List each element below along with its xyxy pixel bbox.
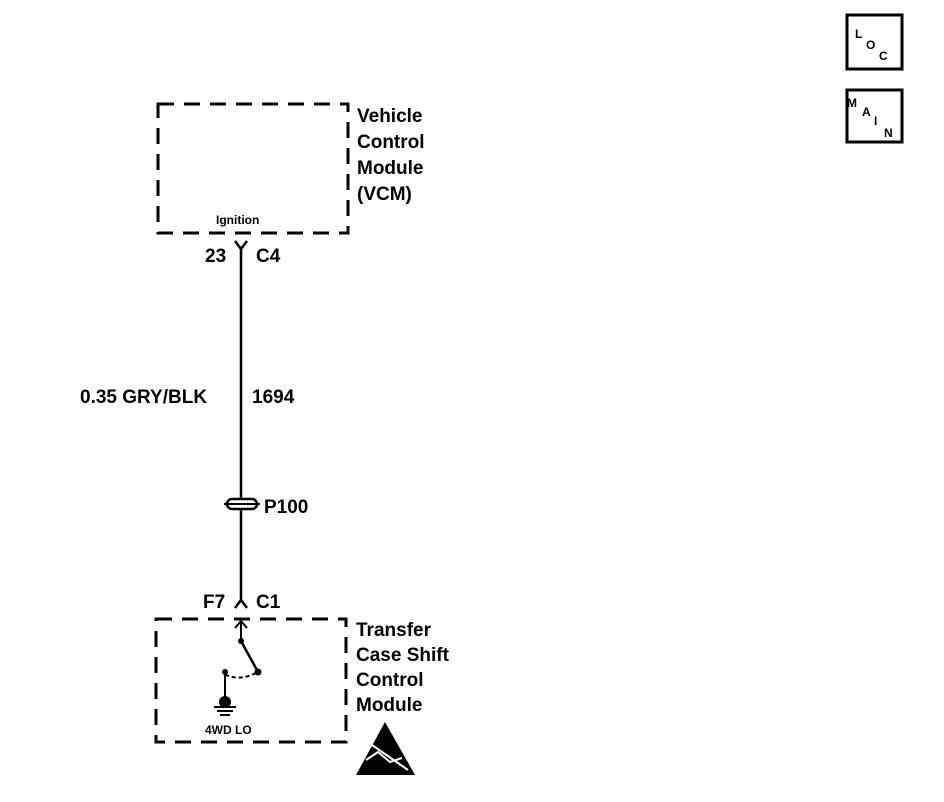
svg-text:C: C — [879, 49, 888, 63]
vcm-connector-icon — [234, 240, 248, 252]
svg-text:I: I — [874, 114, 877, 128]
vcm-connector: C4 — [256, 246, 281, 267]
svg-text:N: N — [884, 126, 893, 140]
vcm-terminal-label: Ignition — [216, 213, 259, 227]
svg-text:A: A — [862, 105, 871, 119]
tcscm-connector: C1 — [256, 592, 281, 613]
switch-icon — [222, 619, 262, 697]
loc-icon[interactable]: L O C — [845, 13, 904, 71]
vcm-name-line: Vehicle — [357, 106, 423, 127]
main-icon[interactable]: M A I N — [845, 88, 904, 144]
vcm-pin: 23 — [205, 246, 226, 267]
tcscm-name-line: Transfer — [356, 620, 432, 641]
vcm-name-line: (VCM) — [357, 184, 412, 205]
tcscm-name-line: Case Shift — [356, 645, 450, 666]
svg-text:L: L — [855, 27, 862, 41]
vcm-name-line: Control — [357, 132, 425, 153]
svg-text:O: O — [866, 38, 875, 52]
vcm-name-line: Module — [357, 158, 424, 179]
tcscm-connector-icon — [234, 597, 248, 609]
transfer-case-module: F7 C1 Transfer Case Shift Control Module… — [154, 592, 450, 744]
switch-label: 4WD LO — [205, 723, 252, 737]
wire-color-label: 0.35 GRY/BLK — [80, 387, 207, 408]
ground-icon — [214, 696, 236, 716]
splice-p100-icon — [224, 497, 260, 511]
esd-warning-icon — [356, 722, 415, 775]
vcm-module: Vehicle Control Module (VCM) Ignition 23… — [156, 102, 425, 267]
tcscm-name-line: Module — [356, 695, 423, 716]
tcscm-pin: F7 — [203, 592, 225, 613]
wire-circuit-label: 1694 — [252, 387, 295, 408]
tcscm-name-line: Control — [356, 670, 424, 691]
svg-text:M: M — [847, 96, 857, 110]
vcm-boundary — [156, 102, 350, 235]
splice-label: P100 — [264, 497, 308, 518]
